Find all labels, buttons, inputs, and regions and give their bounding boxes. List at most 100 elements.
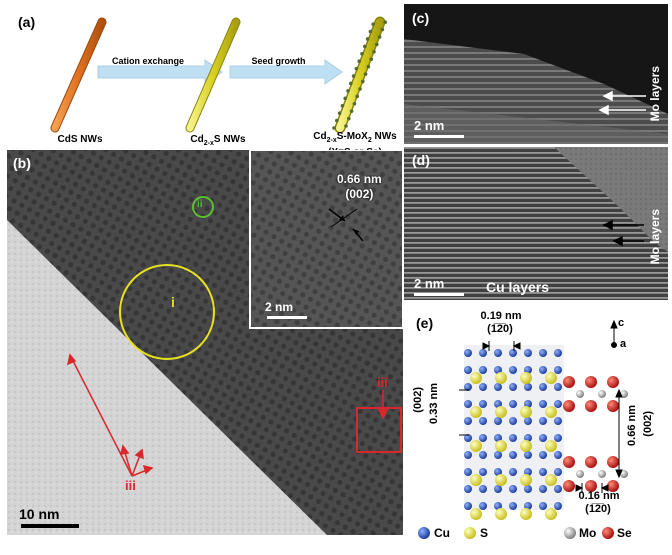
cu-atom (509, 349, 517, 357)
seed-growth-label: Seed growth (251, 56, 306, 66)
mox2-flake (369, 57, 374, 62)
mox2-flake (366, 64, 371, 69)
cu-atom (509, 417, 517, 425)
cu-atom (539, 417, 547, 425)
cds-nanowire (50, 17, 107, 133)
cu-atom (524, 417, 532, 425)
se-atom (563, 400, 575, 412)
s-atom (495, 372, 507, 384)
cu-atom (524, 485, 532, 493)
legend-mo-sphere (564, 527, 576, 539)
mox2-flake (358, 87, 362, 91)
mox2-flake (349, 81, 353, 86)
panel-e-label: (e) (416, 315, 434, 331)
cu-atom (494, 485, 502, 493)
cu-atom (479, 485, 487, 493)
cd2s-nw-label: Cd2-xS NWs (190, 134, 246, 147)
cu-atom (554, 366, 562, 374)
top-spacing-label: 0.19 nm (480, 310, 522, 322)
panel-b-annotations (66, 196, 402, 477)
region-ii-circle (192, 196, 214, 218)
s-atom (495, 474, 507, 486)
region-iii-left-label: iii (125, 478, 136, 493)
cu-atom (464, 502, 472, 510)
mox2-flake (340, 103, 345, 108)
panel-a-schematic (50, 16, 388, 134)
s-atom (545, 406, 557, 418)
legend-s-label: S (480, 526, 489, 540)
mox2-flake (349, 109, 354, 113)
panel-c-scale-label: 2 nm (414, 118, 445, 133)
cu-atom (494, 349, 502, 357)
legend-cu-sphere (418, 527, 430, 539)
s-atom (545, 372, 557, 384)
mox2-flake (377, 35, 382, 39)
panel-c-micrograph (404, 4, 668, 144)
cu-atom (479, 451, 487, 459)
seed-growth-arrow (229, 59, 343, 85)
cu-atom (539, 349, 547, 357)
panel-b-tem-image: (b) 0.66 nm(002) 2 nm i ii iii iii (7, 150, 403, 535)
mox2-flake (352, 101, 357, 106)
region-ii-label: ii (197, 199, 203, 210)
mox2-flake (337, 111, 342, 115)
mox2-flake (355, 94, 360, 99)
cu-atom (494, 451, 502, 459)
cu-atom (539, 502, 547, 510)
inset-scale-label: 2 nm (265, 300, 294, 314)
mo-atom (598, 470, 606, 478)
mo-atom (620, 470, 628, 478)
cu-atom (509, 468, 517, 476)
se-atom (585, 376, 597, 388)
inset-scale-bar (267, 316, 307, 319)
cds-nw-label: CdS NWs (57, 134, 103, 145)
cu-atom (464, 400, 472, 408)
panel-e: (e) 0.19 nm (404, 305, 668, 550)
legend-se-label: Se (617, 526, 632, 540)
s-atom (545, 474, 557, 486)
mox2-flake (357, 59, 362, 64)
mox2-flake (383, 20, 388, 24)
panel-d-scale-bar (414, 293, 464, 296)
s-atom (470, 508, 482, 520)
s-atom (520, 406, 532, 418)
cu-atom (554, 468, 562, 476)
se-atom (563, 376, 575, 388)
se-atom (585, 480, 597, 492)
cu-atom (479, 434, 487, 442)
s-atom (545, 508, 557, 520)
s-atom (520, 508, 532, 520)
cation-exchange-label: Cation exchange (111, 56, 185, 66)
cu-atom (539, 366, 547, 374)
cu-atom (554, 502, 562, 510)
panel-d-cu-layers-label: Cu layers (486, 279, 550, 295)
left-spacing-label: 0.33 nm (428, 383, 440, 424)
cu-atom (479, 366, 487, 374)
s-atom (495, 440, 507, 452)
se-atom (607, 376, 619, 388)
hybrid-nanowire (332, 16, 388, 134)
cu-atom (554, 485, 562, 493)
legend-cu-label: Cu (434, 526, 450, 540)
cu-atom (464, 485, 472, 493)
inset-spacing-arrows (328, 208, 364, 242)
left-plane-label: (002) (412, 387, 424, 413)
main-scale-bar (21, 524, 79, 528)
mox2-flake (332, 126, 336, 130)
legend-se-sphere (602, 527, 614, 539)
mo-atom (576, 390, 584, 398)
cu-atom (464, 383, 472, 391)
s-atom (470, 372, 482, 384)
cu-atom (494, 417, 502, 425)
se-atom (563, 480, 575, 492)
cu-atom (509, 383, 517, 391)
s-atom (470, 406, 482, 418)
top-plane-label: (1̅2̅0) (487, 323, 513, 335)
measurement-marks (459, 319, 623, 493)
mo-atom (598, 390, 606, 398)
s-atom (470, 440, 482, 452)
cu-atom (539, 468, 547, 476)
cu-atom (494, 400, 502, 408)
right-plane-label: (002) (642, 411, 654, 437)
cu-atom (464, 451, 472, 459)
